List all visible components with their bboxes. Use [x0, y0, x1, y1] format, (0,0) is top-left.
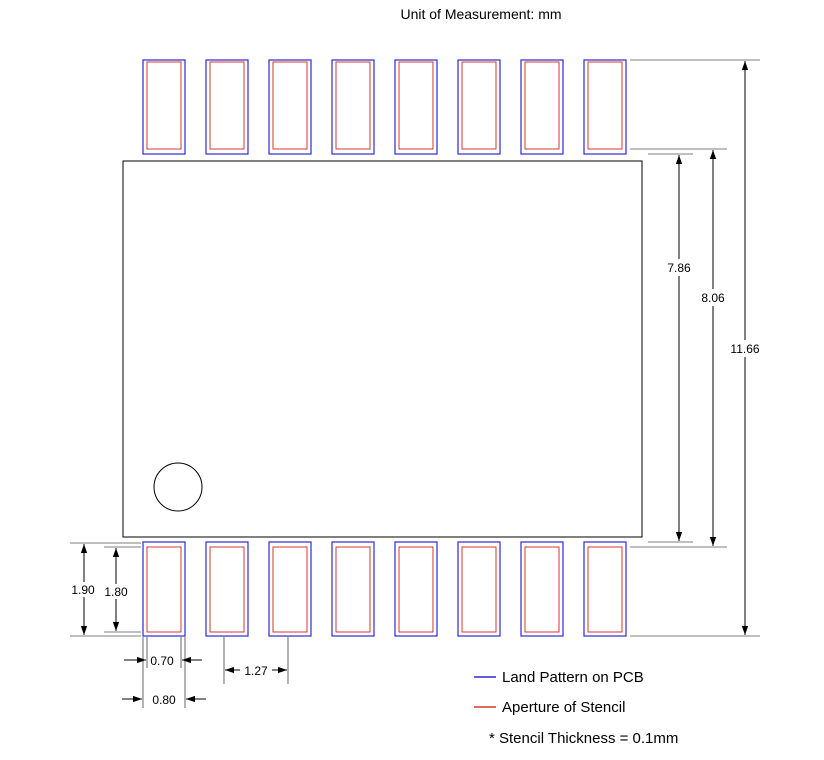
bottom-stencil-aperture-2 — [209, 546, 245, 633]
top-land-pad-6 — [457, 59, 501, 155]
pad-inner-span-label-bg — [698, 289, 728, 306]
land-pattern-legend-label: Land Pattern on PCB — [502, 669, 644, 686]
bottom-stencil-aperture-3 — [272, 546, 308, 633]
stencil-thickness-note: * Stencil Thickness = 0.1mm — [489, 730, 678, 747]
top-stencil-aperture-3 — [272, 61, 308, 150]
diagram-title: Unit of Measurement: mm — [400, 6, 561, 22]
top-land-pad-7 — [520, 59, 564, 155]
top-land-pad-1 — [142, 59, 186, 155]
pad-width-label: 0.80 — [152, 693, 176, 707]
bottom-stencil-aperture-7 — [524, 546, 560, 633]
bottom-land-pad-1 — [142, 541, 186, 637]
pad-inner-span-label: 8.06 — [701, 291, 725, 305]
pad-length-label-bg — [68, 582, 98, 597]
overall-span-label-bg — [727, 340, 763, 357]
aperture-legend-label: Aperture of Stencil — [502, 699, 625, 716]
aperture-length-label-bg — [101, 584, 131, 599]
body-height-label-bg — [664, 259, 694, 276]
top-land-pad-3 — [268, 59, 312, 155]
top-stencil-aperture-6 — [461, 61, 497, 150]
bottom-stencil-aperture-1 — [146, 546, 182, 633]
bottom-land-pad-7 — [520, 541, 564, 637]
top-land-pad-4 — [331, 59, 375, 155]
bottom-pad-row — [142, 541, 627, 637]
top-land-pad-8 — [583, 59, 627, 155]
bottom-land-pad-5 — [394, 541, 438, 637]
left-extension-lines — [70, 542, 141, 637]
pin1-marker-circle — [153, 462, 203, 512]
aperture-width-label: 0.70 — [150, 654, 174, 668]
bottom-land-pad-8 — [583, 541, 627, 637]
top-pad-row — [142, 59, 627, 155]
bottom-stencil-aperture-8 — [587, 546, 623, 633]
right-extension-lines — [630, 59, 760, 637]
top-land-pad-2 — [205, 59, 249, 155]
bottom-land-pad-2 — [205, 541, 249, 637]
package-body-outline — [122, 160, 643, 538]
top-stencil-aperture-7 — [524, 61, 560, 150]
top-stencil-aperture-8 — [587, 61, 623, 150]
bottom-stencil-aperture-5 — [398, 546, 434, 633]
aperture-length-label: 1.80 — [104, 585, 128, 599]
top-stencil-aperture-2 — [209, 61, 245, 150]
body-height-label: 7.86 — [667, 261, 691, 275]
top-stencil-aperture-5 — [398, 61, 434, 150]
overall-span-label: 11.66 — [730, 342, 759, 356]
top-land-pad-5 — [394, 59, 438, 155]
bottom-land-pad-6 — [457, 541, 501, 637]
bottom-stencil-aperture-6 — [461, 546, 497, 633]
pitch-label: 1.27 — [244, 664, 268, 678]
top-stencil-aperture-4 — [335, 61, 371, 150]
top-stencil-aperture-1 — [146, 61, 182, 150]
bottom-land-pad-4 — [331, 541, 375, 637]
bottom-land-pad-3 — [268, 541, 312, 637]
bottom-stencil-aperture-4 — [335, 546, 371, 633]
pad-length-label: 1.90 — [71, 583, 95, 597]
bottom-extension-lines — [142, 637, 289, 708]
